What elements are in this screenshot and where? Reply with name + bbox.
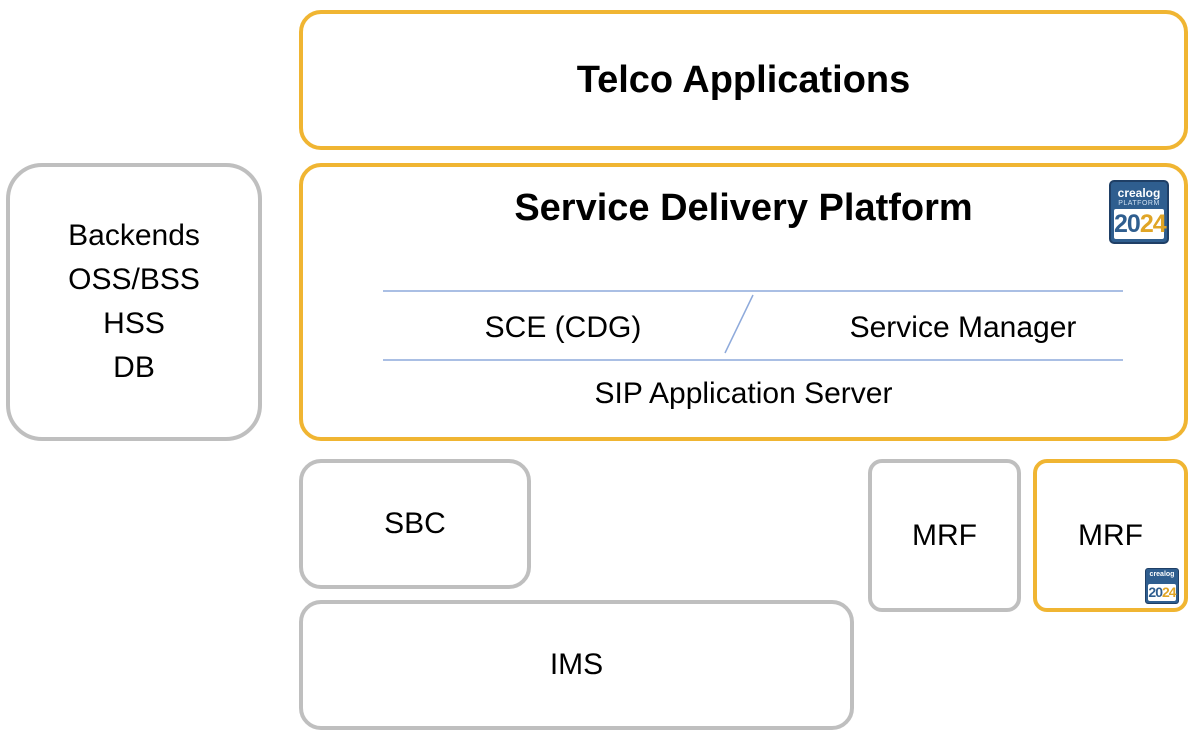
backends-label: Backends bbox=[68, 219, 200, 252]
db-label: DB bbox=[113, 351, 155, 384]
service-manager-label: Service Manager bbox=[849, 311, 1077, 344]
sce-cdg-label: SCE (CDG) bbox=[484, 311, 642, 344]
crealog-platform-2024-badge: crealog PLATFORM 2024 bbox=[1109, 180, 1169, 244]
sbc-box: SBC bbox=[299, 459, 531, 589]
backends-box: Backends OSS/BSS HSS DB bbox=[6, 163, 262, 441]
service-delivery-platform-box: Service Delivery Platform SCE (CDG) Serv… bbox=[299, 163, 1188, 441]
badge-year: 2024 bbox=[1114, 209, 1167, 239]
badge-sub: PLATFORM bbox=[1118, 200, 1160, 207]
badge-year: 2024 bbox=[1148, 584, 1177, 601]
badge-brand: crealog bbox=[1117, 186, 1161, 200]
ims-label: IMS bbox=[549, 648, 604, 681]
sdp-dividers bbox=[383, 290, 1123, 361]
sip-application-server-label: SIP Application Server bbox=[594, 377, 893, 410]
sdp-title: Service Delivery Platform bbox=[514, 187, 973, 229]
mrf-box-gray: MRF bbox=[868, 459, 1021, 612]
hss-label: HSS bbox=[103, 307, 165, 340]
ims-box: IMS bbox=[299, 600, 854, 730]
mrf-box-gold: MRF crealog 2024 bbox=[1033, 459, 1188, 612]
telco-applications-box: Telco Applications bbox=[299, 10, 1188, 150]
sbc-label: SBC bbox=[384, 507, 446, 540]
sdp-slash-divider bbox=[724, 294, 754, 354]
telco-applications-title: Telco Applications bbox=[576, 58, 911, 101]
mrf-label: MRF bbox=[1078, 518, 1143, 552]
crealog-platform-2024-badge-small: crealog 2024 bbox=[1145, 568, 1179, 604]
mrf-label: MRF bbox=[912, 518, 977, 552]
badge-brand: crealog bbox=[1149, 571, 1175, 578]
oss-bss-label: OSS/BSS bbox=[68, 263, 200, 296]
